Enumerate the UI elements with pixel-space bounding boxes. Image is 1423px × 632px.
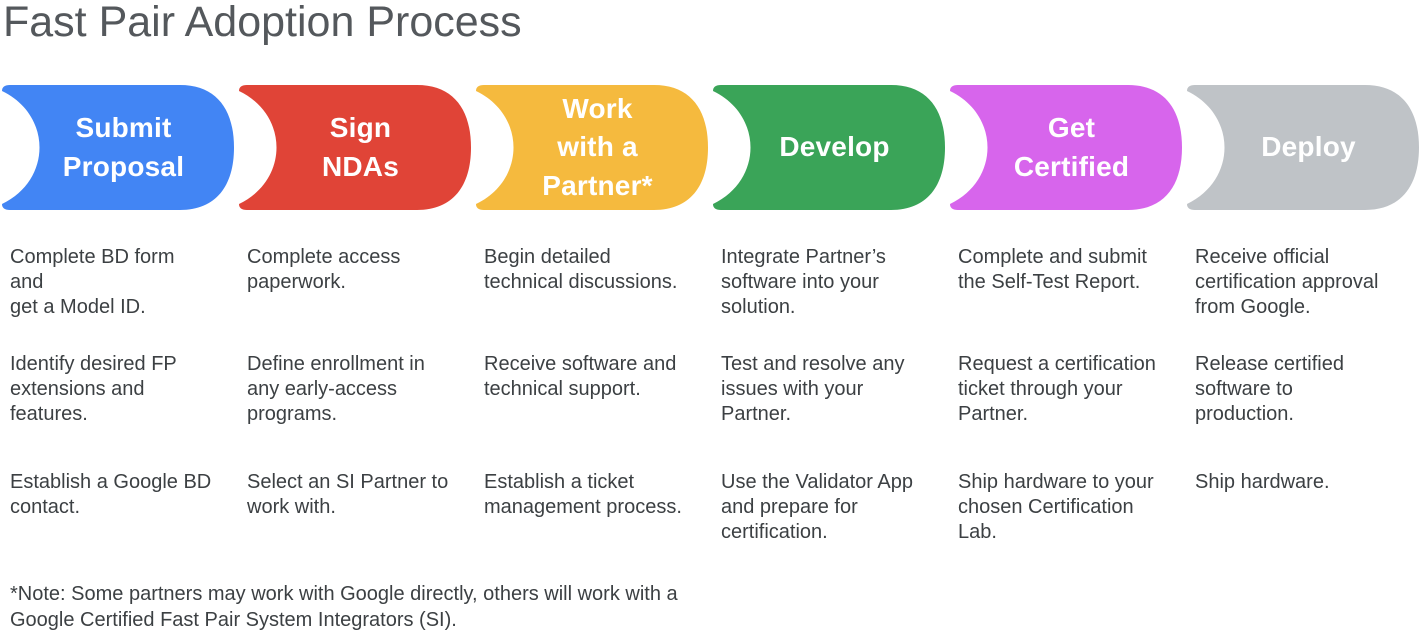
step-text: Identify desired FP extensions and featu… <box>10 353 177 425</box>
stage-shape-pill <box>713 85 945 210</box>
step-text: Release certified software to production… <box>1195 353 1344 425</box>
stage-label: Deploy <box>1261 131 1356 163</box>
step-text: Complete access paperwork. <box>247 246 401 293</box>
stage-sign-ndas: Sign NDAs <box>237 85 474 210</box>
page-title: Fast Pair Adoption Process <box>3 0 522 46</box>
stage-label: Develop <box>779 131 890 163</box>
stage-shape-fill <box>1187 85 1419 210</box>
stage-shape-fill <box>239 85 471 210</box>
stage-shape-fill <box>476 85 708 210</box>
stage-submit-proposal: Submit Proposal <box>0 85 237 210</box>
step-text: Complete and submit the Self-Test Report… <box>958 246 1147 293</box>
step-text: Request a certification ticket through y… <box>958 353 1156 425</box>
stage-shape-fill <box>713 85 945 210</box>
stage-shape-fill <box>950 85 1182 210</box>
stage-work-with-partner: Work with a Partner* <box>474 85 711 210</box>
stage-label: Get Certified <box>1013 111 1130 182</box>
stage-shape-pill <box>950 85 1182 210</box>
step-text: Ship hardware. <box>1195 471 1330 493</box>
stage-get-certified: Get Certified <box>948 85 1185 210</box>
step-text: Ship hardware to your chosen Certificati… <box>958 471 1154 543</box>
step-text: Establish a Google BD contact. <box>10 471 212 518</box>
step-text: Select an SI Partner to work with. <box>247 471 449 518</box>
step-text: Integrate Partner’s software into your s… <box>721 246 886 318</box>
step-text: Complete BD form and get a Model ID. <box>10 246 175 318</box>
step-text: Receive official certification approval … <box>1195 246 1379 318</box>
stage-deploy: Deploy <box>1185 85 1422 210</box>
stage-develop: Develop <box>711 85 948 210</box>
stage-label: Submit Proposal <box>62 111 185 182</box>
footnote: *Note: Some partners may work with Googl… <box>10 583 678 631</box>
stage-shape-pill <box>1187 85 1419 210</box>
step-text: Receive software and technical support. <box>484 353 677 400</box>
step-text: Begin detailed technical discussions. <box>484 246 678 293</box>
step-text: Test and resolve any issues with your Pa… <box>721 353 905 425</box>
stage-label: Sign NDAs <box>321 111 400 182</box>
step-text: Define enrollment in any early-access pr… <box>247 353 425 425</box>
stage-label: Work with a Partner* <box>542 92 653 201</box>
stage-shape-fill <box>2 85 234 210</box>
stage-shape-pill <box>2 85 234 210</box>
step-text: Use the Validator App and prepare for ce… <box>721 471 913 543</box>
stage-shape-pill <box>239 85 471 210</box>
step-text: Establish a ticket management process. <box>484 471 682 518</box>
process-band: Submit Proposal Sign NDAs Work with a Pa… <box>0 85 1422 210</box>
stage-shape-pill <box>476 85 708 210</box>
steps-grid: Complete BD form and get a Model ID. Com… <box>0 245 1422 545</box>
